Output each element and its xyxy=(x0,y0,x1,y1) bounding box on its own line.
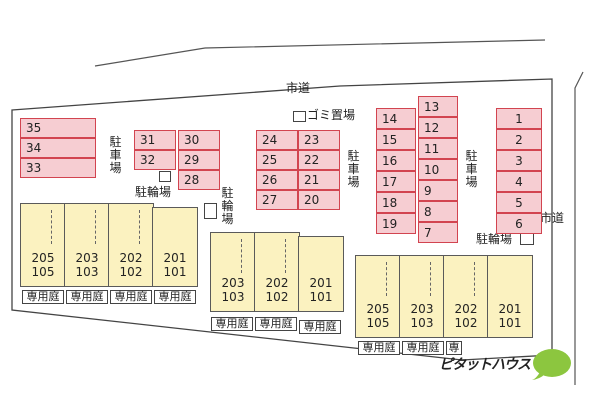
parking-slot: 35 xyxy=(20,118,96,138)
bike-label-right: 駐輪場 xyxy=(476,232,513,246)
parking-slot: 21 xyxy=(298,170,340,190)
unit-b-3: 201 101 xyxy=(298,236,344,312)
unit-number: 202 102 xyxy=(265,276,289,304)
parking-slot: 7 xyxy=(418,222,458,243)
parking-slot: 32 xyxy=(134,150,176,170)
unit-number: 203 103 xyxy=(75,251,99,279)
parking-slot: 9 xyxy=(418,180,458,201)
parking-slot: 12 xyxy=(418,117,458,138)
parking-slot: 28 xyxy=(178,170,220,190)
logo-text: ピタットハウス xyxy=(439,357,531,373)
private-garden: 専用庭 xyxy=(255,317,297,331)
parking-slot: 26 xyxy=(256,170,298,190)
parking-slot: 24 xyxy=(256,130,298,150)
company-logo: ピタットハウス xyxy=(439,346,572,382)
parking-slot: 19 xyxy=(376,213,416,234)
road-edge-right xyxy=(574,71,584,385)
unit-c-1: 205 105 xyxy=(20,203,66,287)
unit-a-1: 205 105 xyxy=(355,255,401,338)
unit-number: 201 101 xyxy=(309,276,333,304)
leaf-icon xyxy=(532,349,571,380)
private-garden: 専用庭 xyxy=(110,290,152,304)
unit-c-4: 201 101 xyxy=(152,207,198,287)
parking-slot: 31 xyxy=(134,130,176,150)
unit-b-1: 203 103 xyxy=(210,232,256,312)
bike-label-center: 駐輪場 xyxy=(221,186,234,227)
parking-slot: 15 xyxy=(376,129,416,150)
road-label-right: 市道 xyxy=(540,211,565,225)
parking-label-center: 駐車場 xyxy=(347,149,360,190)
garbage-box xyxy=(293,111,306,122)
parking-slot: 14 xyxy=(376,108,416,129)
private-garden: 専用庭 xyxy=(154,290,196,304)
private-garden: 専用庭 xyxy=(211,317,253,331)
unit-a-4: 201 101 xyxy=(487,255,533,338)
parking-slot: 1 xyxy=(496,108,542,129)
private-garden: 専用庭 xyxy=(402,341,444,355)
bike-box-center xyxy=(204,203,217,219)
parking-slot: 16 xyxy=(376,150,416,171)
parking-slot: 4 xyxy=(496,171,542,192)
unit-number: 201 101 xyxy=(163,251,187,279)
private-garden: 専用庭 xyxy=(66,290,108,304)
parking-slot: 13 xyxy=(418,96,458,117)
unit-number: 202 102 xyxy=(454,302,478,330)
unit-c-3: 202 102 xyxy=(108,203,154,287)
unit-b-2: 202 102 xyxy=(254,232,300,312)
unit-number: 202 102 xyxy=(119,251,143,279)
road-label-top: 市道 xyxy=(286,81,311,95)
parking-slot: 5 xyxy=(496,192,542,213)
parking-slot: 27 xyxy=(256,190,298,210)
parking-label-right: 駐車場 xyxy=(465,149,478,190)
bike-box-right xyxy=(520,233,534,245)
garbage-label: ゴミ置場 xyxy=(307,108,356,122)
parking-slot: 8 xyxy=(418,201,458,222)
parking-slot: 6 xyxy=(496,213,542,234)
unit-a-3: 202 102 xyxy=(443,255,489,338)
parking-slot: 3 xyxy=(496,150,542,171)
parking-slot: 30 xyxy=(178,130,220,150)
private-garden: 専用庭 xyxy=(299,320,341,334)
parking-slot: 29 xyxy=(178,150,220,170)
bike-label-left: 駐輪場 xyxy=(135,185,172,199)
private-garden: 専 xyxy=(446,341,462,355)
unit-number: 205 105 xyxy=(366,302,390,330)
parking-slot: 18 xyxy=(376,192,416,213)
parking-slot: 11 xyxy=(418,138,458,159)
road-edge-top xyxy=(94,39,546,67)
parking-slot: 17 xyxy=(376,171,416,192)
unit-c-2: 203 103 xyxy=(64,203,110,287)
unit-number: 203 103 xyxy=(221,276,245,304)
unit-number: 201 101 xyxy=(498,302,522,330)
parking-slot: 33 xyxy=(20,158,96,178)
parking-slot: 23 xyxy=(298,130,340,150)
unit-number: 203 103 xyxy=(410,302,434,330)
private-garden: 専用庭 xyxy=(22,290,64,304)
unit-a-2: 203 103 xyxy=(399,255,445,338)
parking-slot: 22 xyxy=(298,150,340,170)
parking-slot: 2 xyxy=(496,129,542,150)
unit-number: 205 105 xyxy=(31,251,55,279)
parking-slot: 20 xyxy=(298,190,340,210)
bike-box-left xyxy=(159,171,171,182)
parking-label-left: 駐車場 xyxy=(109,135,122,176)
parking-slot: 34 xyxy=(20,138,96,158)
parking-slot: 25 xyxy=(256,150,298,170)
parking-slot: 10 xyxy=(418,159,458,180)
private-garden: 専用庭 xyxy=(358,341,400,355)
